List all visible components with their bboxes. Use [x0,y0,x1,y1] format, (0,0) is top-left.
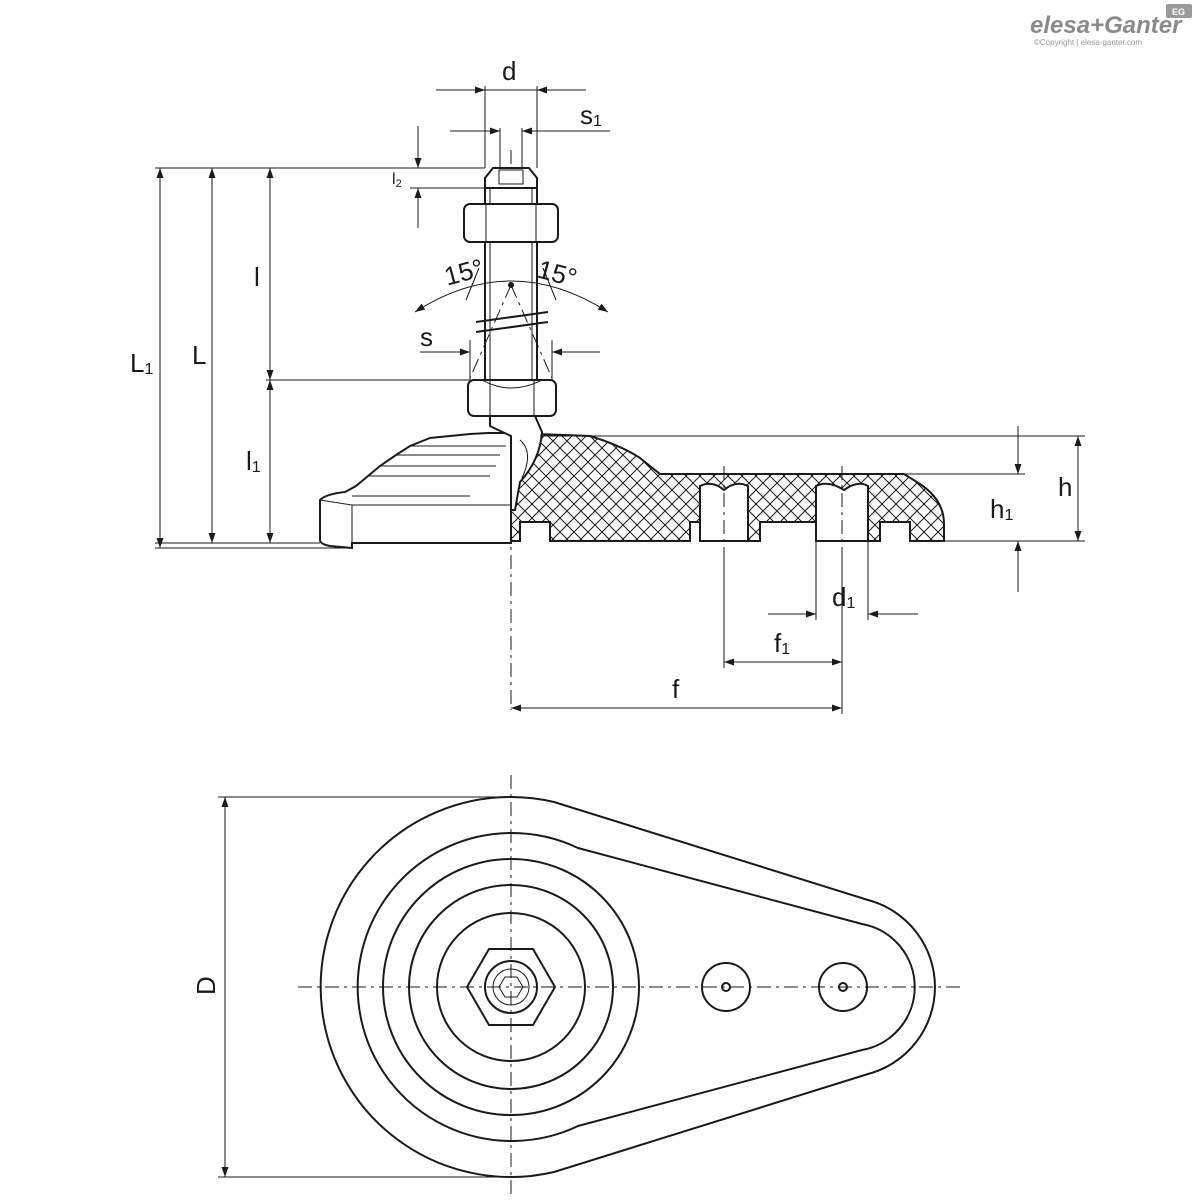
eg-badge-icon [1166,4,1192,18]
stem-break-lines [475,311,549,333]
hex-nut-top [465,948,557,1026]
stem-top [484,167,538,189]
mounting-hole-2 [838,982,848,992]
base-outline [319,795,936,1178]
dim-s1-label: s1 [580,100,602,130]
brand-badge: EG [1172,7,1185,17]
hex-socket-icon [498,976,524,998]
base-left-half [319,432,512,550]
hex-socket [498,169,524,185]
tilt-line-right [510,284,553,379]
stem-outer-circle [484,960,538,1014]
dim-d-label: d [502,56,516,86]
lower-hex-nut [467,379,557,417]
side-dimensions: d s1 l2 L1 L l l1 s 15° [130,56,1085,714]
angle-right-label: 15° [534,254,580,293]
tilt-extension-left [465,267,480,301]
dim-h1-label: h1 [990,494,1013,524]
ring-1 [436,912,586,1062]
copyright-note: ©Copyright | elesa-ganter.com [1034,38,1142,47]
dim-l2-label: l2 [392,171,402,190]
ball-joint [489,415,544,511]
ring-2 [408,884,614,1090]
mounting-hole-1 [721,982,731,992]
dim-L1-label: L1 [130,348,153,378]
top-view: D [191,775,960,1198]
brand-logo: elesa+Ganter EG ©Copyright | elesa-gante… [1030,4,1192,47]
upper-hex-nut [463,203,559,243]
base-step-lines [319,445,511,543]
dim-l-label: l [254,262,260,292]
upper-nut-facets [485,204,537,242]
dim-d1-label: d1 [832,582,855,612]
base-inner-outline [356,831,916,1142]
dim-s-label: s [420,322,433,352]
side-view [155,150,945,710]
ball-joint-curve [519,439,528,479]
mounting-hole-2-boss [818,962,868,1012]
brand-name: elesa+Ganter [1030,12,1183,39]
dim-l1-label: l1 [246,446,261,476]
tilt-line-left [469,284,512,379]
dim-D-label: D [191,976,221,995]
tilt-extension-right [542,267,557,301]
dim-f-label: f [672,674,680,704]
dim-f1-label: f1 [774,628,790,658]
dim-L-label: L [192,340,206,370]
ring-3 [382,858,640,1116]
dim-h-label: h [1058,472,1072,502]
stem-inner-circle [492,968,530,1006]
angle-left-label: 15° [441,252,487,291]
tilt-angle-arc [414,280,609,313]
mounting-hole-1-boss [701,962,751,1012]
lower-nut-facets [481,379,543,416]
